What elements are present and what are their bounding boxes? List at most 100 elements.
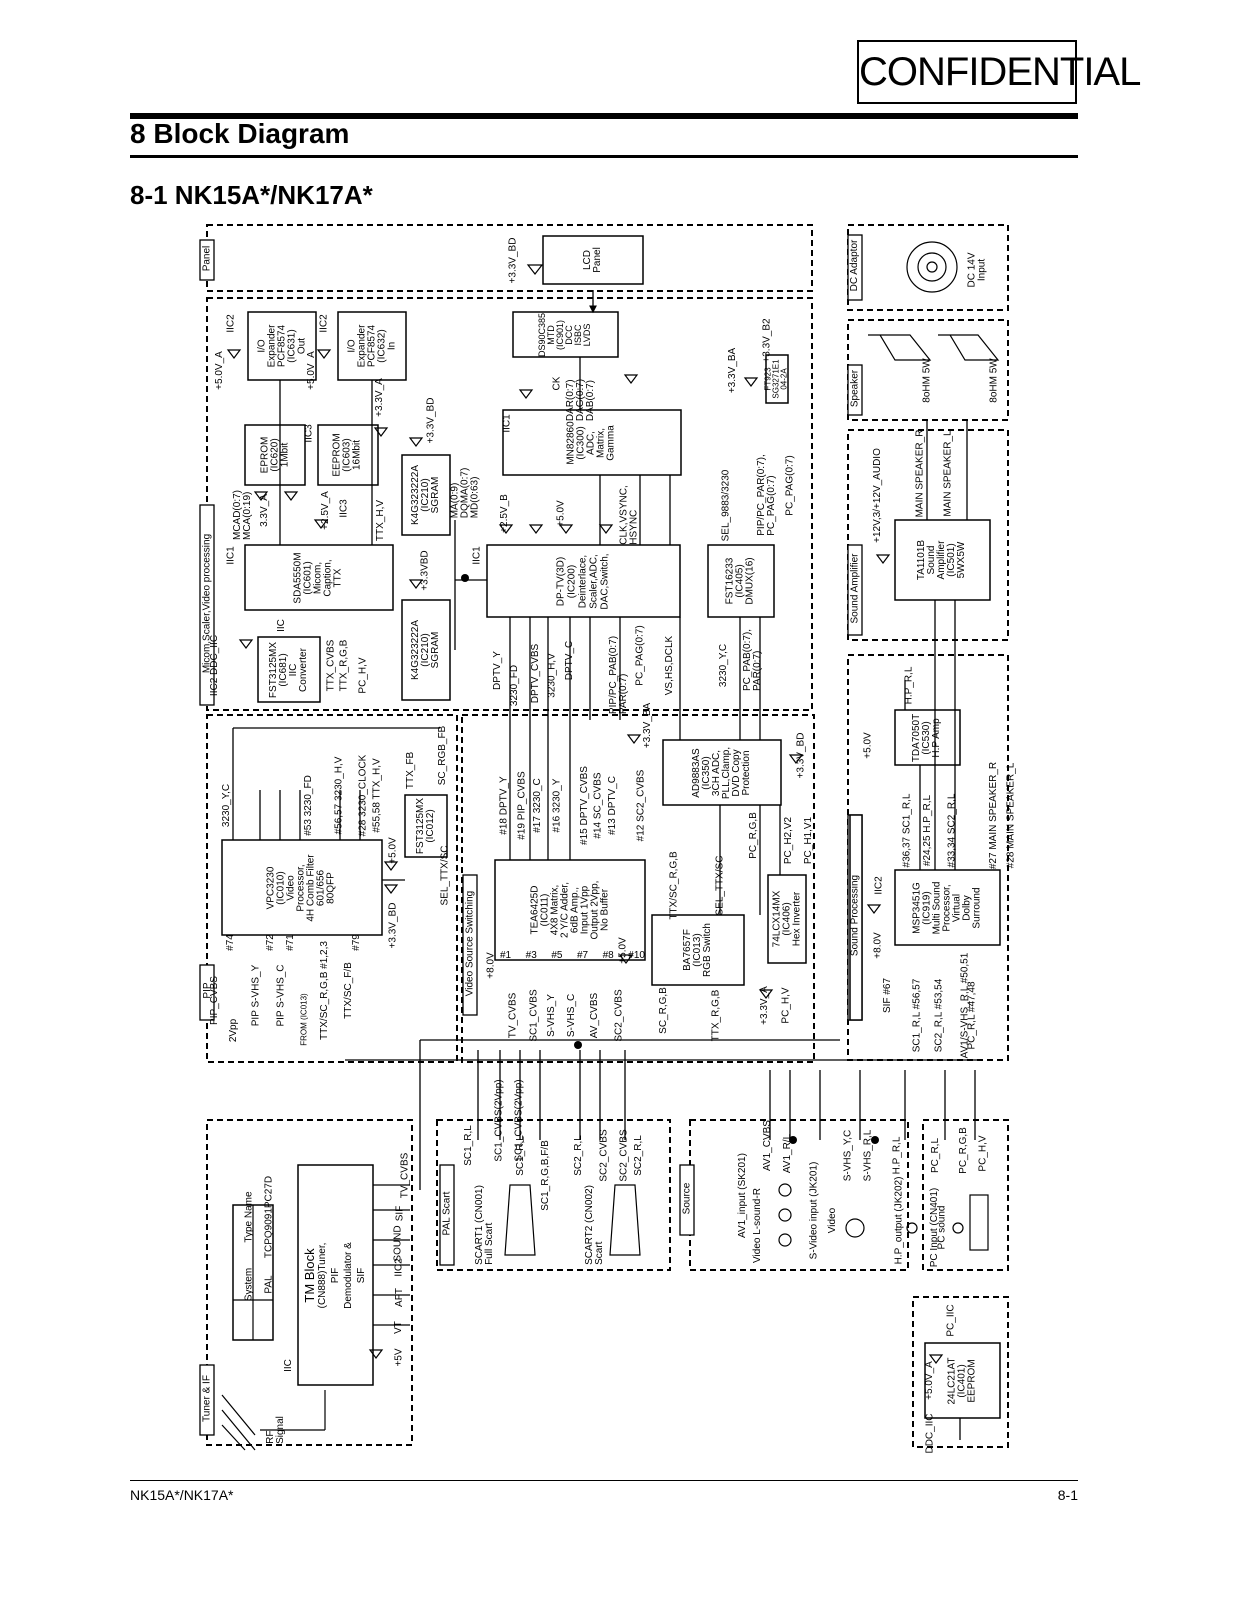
- clk-label: CLK,VSYNC,HSYNC: [618, 485, 640, 545]
- svhs-rl-label: S-VHS_R,L: [862, 1129, 874, 1182]
- micom-block: [244, 544, 394, 611]
- ma-bus-label: MA(0:9)DQMA(0:7)MD(0:63): [449, 467, 481, 519]
- sel-9883-label: SEL_9883/3230: [720, 469, 732, 542]
- pc-hv-1-label: PC_H,V: [357, 657, 369, 694]
- ttx-sc-label: TTX/SC_R,G,B #1,2,3: [318, 941, 330, 1040]
- dptv-c-13-label: #13 DPTV_C: [606, 776, 618, 835]
- av1-video-label: Video L-sound-R: [751, 1188, 763, 1263]
- pal-scart-section-box: [436, 1119, 671, 1271]
- ttx-sc-fb-label: TTX/SC_F/B: [342, 962, 354, 1019]
- ba7657-text: BA7657F(IC013)RGB Switch: [682, 923, 713, 977]
- iic1-b-label: IIC1: [471, 546, 483, 565]
- pal-scart-tag: [439, 1164, 455, 1266]
- svideo-input-label: S-Video input (JK201): [808, 1161, 820, 1260]
- main-spk-l-28-label: #28 MAIN SPEAKER_L: [1005, 762, 1017, 869]
- ta1101-block: [894, 519, 991, 601]
- hex-inverter-block: [767, 874, 807, 964]
- sound-processing-section-label: Sound Processing: [849, 874, 861, 957]
- ad9883-text: AD9883AS(IC350)3CH ADC,PLL,Clamp,DVD Cop…: [691, 746, 752, 799]
- title-underline: [130, 155, 1078, 158]
- sound-processing-bar: [849, 814, 863, 1021]
- tuner-out-vt: VT: [392, 1321, 404, 1334]
- sc1-rl-5657-label: SC1_R,L #56,57: [911, 978, 923, 1053]
- video-switch-section-box: [461, 714, 815, 1063]
- av1-rl-label: AV1_R/L: [782, 1133, 794, 1174]
- sc-cvbs-14-label: #14 SC_CVBS: [592, 772, 604, 839]
- fst16233-block: [707, 544, 775, 618]
- scart2-label: SCART2 (CN002)Scart: [583, 1185, 605, 1265]
- eprom-text: EPROM(IC620)1Mbit: [258, 436, 290, 474]
- pip-par-label: PIP/PC_PAR(0:7),PC_PAG(0:7): [755, 454, 777, 536]
- footer-model: NK15A*/NK17A*: [130, 1487, 234, 1503]
- pc-rl-label: PC_R,L: [930, 1137, 942, 1174]
- v33bd-3-label: +3.3V_BD: [387, 902, 399, 949]
- tea-pins-label: #1#3#5#7#8#10: [500, 950, 645, 961]
- speaker-right-label: 8oHM 5W: [988, 358, 1000, 403]
- ttx-55-label: #55,58 TTX_H,V: [371, 758, 383, 833]
- iic3-b-label: IIC3: [338, 499, 350, 518]
- tv-cvbs-label: TV_CVBS: [507, 992, 519, 1039]
- tuner-out-tv-cvbs: TV_CVBS: [399, 1152, 411, 1199]
- dptv-y-label: DPTV_Y: [491, 651, 503, 690]
- eeprom-text: EEPROM(IC603)16Mbit: [332, 433, 363, 477]
- v50v-label: +5.0V: [555, 500, 567, 527]
- v33b2-label: +3.3V_B2: [761, 318, 773, 363]
- pin72-label: #72: [264, 934, 276, 951]
- dptv-cvbs-label: DPTV_CVBS: [530, 643, 542, 704]
- hp-rl-2-label: H.P_R,L: [891, 1136, 903, 1175]
- io-expander-out-block: [247, 311, 317, 381]
- sc2-rl-5354-label: SC2_R,L #53,54: [933, 978, 945, 1053]
- audio-power-label: +12V,3/+12V_AUDIO: [871, 448, 883, 543]
- dptv-block: [486, 544, 681, 618]
- fd3230-label: 3230_FD: [509, 664, 521, 707]
- title-rule: [130, 113, 1078, 119]
- sc2-cvbs-2-label: SC2_CVBS: [598, 1129, 610, 1182]
- main-speaker-r-label: MAIN SPEAKER_R: [914, 429, 926, 518]
- pc-iic-label: PC_IIC: [945, 1304, 957, 1337]
- ba7657-block: [651, 914, 745, 986]
- sel-ttx-2-label: SEL_TTX/SC: [714, 855, 726, 916]
- v25-a-label: +2.5V_A: [319, 491, 331, 530]
- main-spk-r-27-label: #27 MAIN SPEAKER_R: [988, 761, 1000, 870]
- ttx-hv-label: TTX_H,V: [375, 499, 387, 542]
- sgram2-text: K4G323222A(IC210)SGRAM: [410, 619, 441, 681]
- hp-rl-2425-label: #24,25 H.P_R,L: [922, 794, 934, 867]
- footer-rule: [130, 1480, 1078, 1481]
- source-section-label: Source: [681, 1182, 693, 1215]
- iic-tuner-label: IIC: [282, 1359, 294, 1372]
- pip-pab-label: PIP/PC_PAB(0:7)PAR(0:7): [608, 635, 630, 715]
- micom-tag: [199, 504, 215, 706]
- hex-inverter-text: 74LCX14MX(IC406)Hex Inverter: [771, 890, 803, 948]
- v50-2-label: +5.0V: [617, 937, 629, 964]
- v8-0b-label: +8.0V: [872, 932, 884, 959]
- tuner-section-label: Tuner & IF: [201, 1375, 213, 1422]
- sc2-cvbs-label: SC2_CVBS: [613, 989, 625, 1042]
- dc-adaptor-tag: [847, 234, 863, 301]
- micom-section-box: [206, 297, 813, 711]
- v50v-3-label: +5.0V: [862, 732, 874, 759]
- av1-input-label: AV1_input (SK201): [736, 1153, 748, 1238]
- main-speaker-l-label: MAIN SPEAKER_L: [942, 430, 954, 517]
- v33ba-2-label: +3.3V_BA: [642, 702, 654, 749]
- v33bd-4-label: +3.3V_BD: [795, 732, 807, 779]
- iic3-a-label: IIC3: [303, 424, 315, 443]
- y3230-16-label: #16 3230_Y: [551, 778, 563, 833]
- pc-hv-3-label: PC_H,V: [977, 1135, 989, 1172]
- speaker-tag: [847, 364, 863, 416]
- iic2-a-label: IIC2: [225, 314, 237, 333]
- fst-ttx-block: [404, 794, 448, 858]
- tuner-out-aft: AFT: [393, 1288, 405, 1307]
- video-switch-section-label: Video Source Switching: [464, 890, 476, 997]
- sc2-rl-3334-label: #33,34 SC2_R,L: [946, 793, 958, 868]
- msp3451-block: [894, 869, 1001, 946]
- panel-tag: [199, 239, 215, 281]
- hp-rl-label: H.P_R,L: [903, 666, 915, 705]
- pin71-label: #71: [284, 934, 296, 951]
- sgram-block-2: [401, 599, 451, 701]
